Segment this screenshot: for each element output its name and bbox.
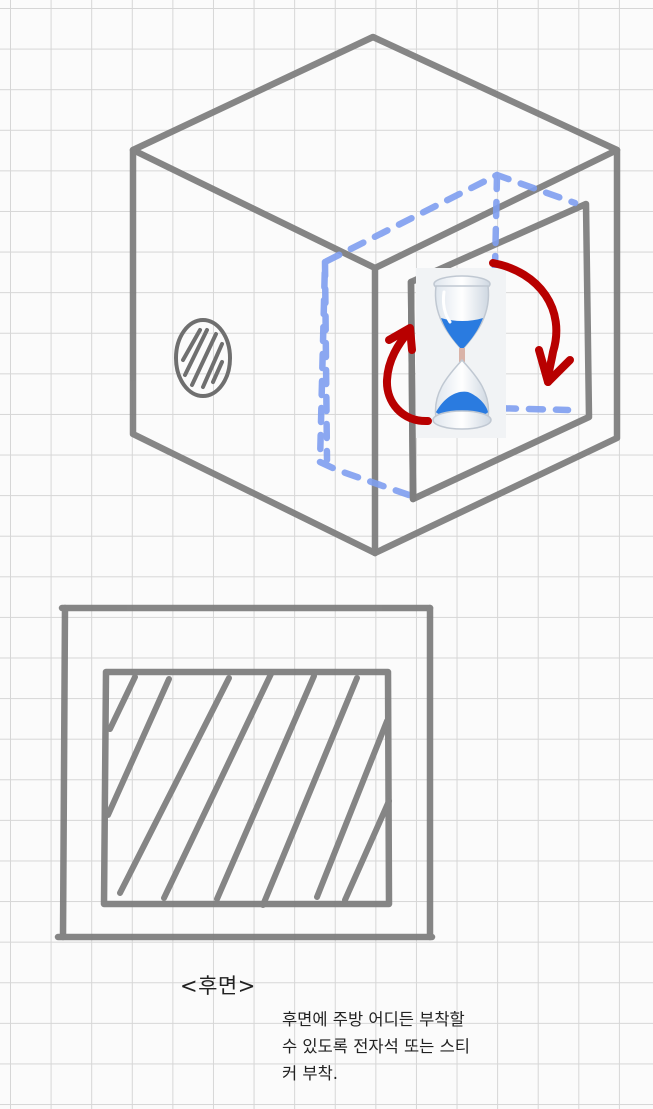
magnet-pad-hatch <box>108 674 389 905</box>
hourglass-icon <box>416 268 506 438</box>
mounting-note-line1: 후면에 주방 어디든 부착할 <box>282 1006 512 1033</box>
vent-knob <box>176 320 230 396</box>
back-view-label: <후면> <box>180 970 256 1000</box>
mounting-note-line3: 커 부착. <box>282 1060 512 1087</box>
mounting-note-line2: 수 있도록 전자석 또는 스티 <box>282 1033 512 1060</box>
mounting-note: 후면에 주방 어디든 부착할 수 있도록 전자석 또는 스티 커 부착. <box>282 1006 512 1087</box>
back-view-sketch <box>58 608 432 937</box>
